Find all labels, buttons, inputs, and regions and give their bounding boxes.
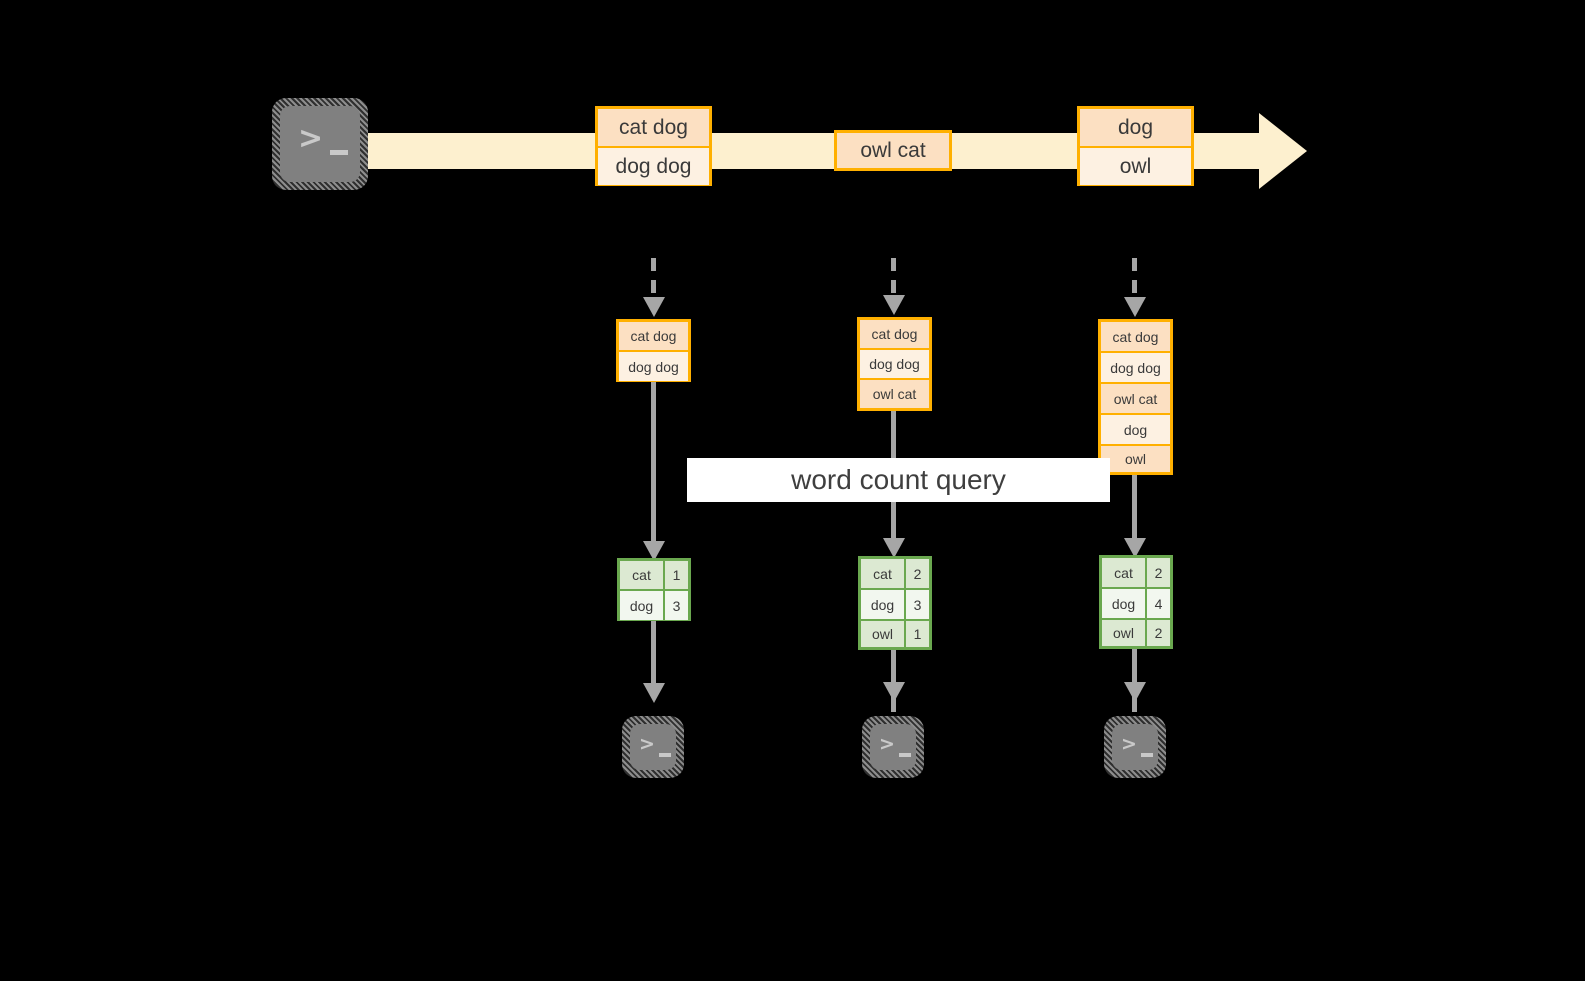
buffer-record: owl cat bbox=[860, 380, 929, 408]
snapshot-3-tap-arrowhead bbox=[1124, 297, 1146, 317]
buffer-record: dog bbox=[1101, 415, 1170, 446]
snapshot-1-tap-line bbox=[651, 258, 656, 298]
snapshot-2-query-arrowhead bbox=[883, 538, 905, 558]
query-label: word count query bbox=[687, 458, 1110, 502]
result-row: owl 2 bbox=[1102, 620, 1170, 646]
terminal-prompt-glyphs: > bbox=[280, 106, 360, 182]
snapshot-1-query-line bbox=[651, 382, 656, 548]
result-count: 2 bbox=[1147, 558, 1170, 587]
terminal-plate bbox=[280, 106, 360, 182]
result-row: owl 1 bbox=[861, 621, 929, 647]
result-row: dog 3 bbox=[620, 591, 688, 620]
result-count: 2 bbox=[1147, 620, 1170, 646]
result-row: cat 1 bbox=[620, 561, 688, 591]
result-word: cat bbox=[1102, 558, 1147, 587]
snapshot-3-sink-arrowhead bbox=[1124, 682, 1146, 702]
terminal-prompt-glyphs: > bbox=[630, 724, 676, 770]
snapshot-2-sink-line bbox=[891, 650, 896, 712]
snapshot-1-sink-arrowhead bbox=[643, 683, 665, 703]
result-count: 3 bbox=[906, 590, 929, 619]
buffer-record: dog dog bbox=[860, 350, 929, 380]
snapshot-1-result-table: cat 1 dog 3 bbox=[617, 558, 691, 621]
result-count: 1 bbox=[906, 621, 929, 647]
stream-record: owl cat bbox=[837, 133, 949, 168]
terminal-prompt-glyphs: > bbox=[870, 724, 916, 770]
snapshot-1-sink-terminal-icon: > bbox=[622, 716, 684, 778]
snapshot-3-tap-line bbox=[1132, 258, 1137, 298]
terminal-chevron-icon: > bbox=[639, 733, 655, 755]
result-word: cat bbox=[620, 561, 665, 589]
buffer-record: owl cat bbox=[1101, 384, 1170, 415]
terminal-cursor-icon bbox=[1141, 753, 1153, 757]
buffer-record: dog dog bbox=[619, 352, 688, 381]
stream-group-1: cat dog dog dog bbox=[595, 106, 712, 186]
result-word: cat bbox=[861, 559, 906, 588]
terminal-plate bbox=[630, 724, 676, 770]
snapshot-2-sink-terminal-icon: > bbox=[862, 716, 924, 778]
snapshot-1-tap-arrowhead bbox=[643, 297, 665, 317]
terminal-plate bbox=[1112, 724, 1158, 770]
buffer-record: cat dog bbox=[1101, 322, 1170, 353]
result-word: dog bbox=[861, 590, 906, 619]
result-word: owl bbox=[861, 621, 906, 647]
terminal-cursor-icon bbox=[330, 150, 348, 155]
buffer-record: cat dog bbox=[619, 322, 688, 352]
snapshot-3-result-table: cat 2 dog 4 owl 2 bbox=[1099, 555, 1173, 649]
result-word: owl bbox=[1102, 620, 1147, 646]
terminal-prompt-glyphs: > bbox=[1112, 724, 1158, 770]
result-count: 4 bbox=[1147, 589, 1170, 618]
snapshot-1-sink-line bbox=[651, 621, 656, 685]
result-row: cat 2 bbox=[861, 559, 929, 590]
stream-arrow-head bbox=[1259, 113, 1307, 189]
buffer-record: cat dog bbox=[860, 320, 929, 350]
snapshot-2-tap-arrowhead bbox=[883, 295, 905, 315]
stream-group-2: owl cat bbox=[834, 130, 952, 171]
result-count: 1 bbox=[665, 561, 688, 589]
result-count: 3 bbox=[665, 591, 688, 620]
snapshot-3-query-arrowhead bbox=[1124, 538, 1146, 558]
snapshot-3-query-line bbox=[1132, 475, 1137, 545]
result-count: 2 bbox=[906, 559, 929, 588]
terminal-plate bbox=[870, 724, 916, 770]
snapshot-2-sink-arrowhead bbox=[883, 682, 905, 702]
snapshot-3-sink-line bbox=[1132, 649, 1137, 712]
stream-record: cat dog bbox=[598, 109, 709, 148]
terminal-chevron-icon: > bbox=[1121, 733, 1137, 755]
source-terminal-icon: > bbox=[272, 98, 368, 190]
stream-group-3: dog owl bbox=[1077, 106, 1194, 186]
result-row: cat 2 bbox=[1102, 558, 1170, 589]
result-row: dog 3 bbox=[861, 590, 929, 621]
stream-record: dog bbox=[1080, 109, 1191, 148]
buffer-record: owl bbox=[1101, 446, 1170, 472]
snapshot-2-buffer: cat dog dog dog owl cat bbox=[857, 317, 932, 411]
terminal-cursor-icon bbox=[659, 753, 671, 757]
stream-record: owl bbox=[1080, 148, 1191, 185]
terminal-chevron-icon: > bbox=[879, 733, 895, 755]
result-word: dog bbox=[620, 591, 665, 620]
stream-record: dog dog bbox=[598, 148, 709, 185]
snapshot-1-query-arrowhead bbox=[643, 541, 665, 561]
snapshot-2-tap-line bbox=[891, 258, 896, 296]
snapshot-2-result-table: cat 2 dog 3 owl 1 bbox=[858, 556, 932, 650]
result-word: dog bbox=[1102, 589, 1147, 618]
snapshot-1-buffer: cat dog dog dog bbox=[616, 319, 691, 382]
snapshot-3-buffer: cat dog dog dog owl cat dog owl bbox=[1098, 319, 1173, 475]
buffer-record: dog dog bbox=[1101, 353, 1170, 384]
terminal-cursor-icon bbox=[899, 753, 911, 757]
terminal-chevron-icon: > bbox=[298, 121, 324, 156]
snapshot-3-sink-terminal-icon: > bbox=[1104, 716, 1166, 778]
result-row: dog 4 bbox=[1102, 589, 1170, 620]
